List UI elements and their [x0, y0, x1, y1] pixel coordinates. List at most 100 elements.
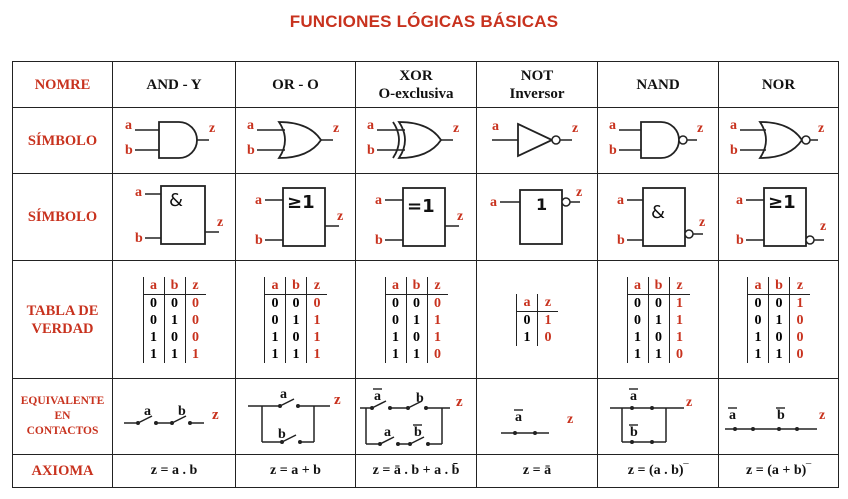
svg-text:z: z [217, 215, 223, 230]
iec-symbol-row: SÍMBOLO a b & z a b ≥1 z [12, 173, 839, 261]
svg-text:z: z [818, 121, 824, 136]
svg-text:z: z [686, 395, 692, 410]
not-iec-symbol: a 1 z [476, 173, 598, 261]
svg-text:z: z [572, 121, 578, 136]
svg-text:b: b [617, 233, 625, 248]
svg-text:a: a [247, 118, 254, 133]
nand-axiom: z = (a . b)‾ [597, 454, 719, 488]
svg-text:a: a [374, 389, 381, 404]
svg-text:a: a [730, 118, 737, 133]
svg-text:z: z [697, 121, 703, 136]
svg-text:b: b [414, 425, 422, 440]
svg-text:&: & [169, 190, 183, 211]
svg-text:a: a [492, 119, 499, 134]
or-axiom: z = a + b [235, 454, 356, 488]
and-contacts: a b z [112, 378, 236, 455]
svg-text:a: a [135, 185, 142, 200]
xor-contacts: a b a b [355, 378, 477, 455]
svg-text:a: a [384, 425, 391, 440]
nor-contacts: a b z [718, 378, 839, 455]
svg-text:z: z [456, 394, 463, 410]
xor-axiom: z = ā . b + a . b̄ [355, 454, 477, 488]
svg-text:a: a [280, 387, 287, 402]
svg-text:b: b [730, 143, 738, 158]
svg-text:z: z [820, 219, 826, 234]
or-iec-symbol: a b ≥1 z [235, 173, 356, 261]
ansi-symbol-row: SÍMBOLO a b z a b z [12, 107, 839, 174]
row-label-nombre: NOMRE [12, 61, 113, 108]
svg-text:a: a [617, 193, 624, 208]
svg-text:a: a [144, 404, 151, 419]
not-axiom: z = ā [476, 454, 598, 488]
svg-text:1: 1 [536, 195, 547, 214]
svg-text:b: b [416, 391, 424, 406]
svg-text:b: b [777, 408, 785, 423]
svg-text:a: a [609, 118, 616, 133]
nand-contacts: a b z [597, 378, 719, 455]
nor-gate-symbol: a b z [718, 107, 839, 174]
and-gate-symbol: a b z [112, 107, 236, 174]
svg-text:b: b [609, 143, 617, 158]
svg-text:a: a [515, 410, 522, 425]
svg-text:b: b [278, 427, 286, 442]
svg-text:z: z [334, 392, 341, 408]
svg-text:z: z [212, 407, 219, 423]
svg-text:b: b [375, 233, 383, 248]
svg-text:z: z [453, 121, 459, 136]
svg-text:≥1: ≥1 [287, 192, 315, 213]
svg-text:b: b [247, 143, 255, 158]
svg-text:z: z [209, 121, 215, 136]
row-label-simbolo: SÍMBOLO [12, 107, 113, 174]
svg-text:a: a [630, 389, 637, 404]
svg-text:≥1: ≥1 [768, 192, 796, 213]
axiom-row: AXIOMA z = a . b z = a + b z = ā . b + a… [12, 454, 839, 488]
svg-text:&: & [651, 202, 665, 223]
svg-text:z: z [819, 408, 825, 423]
or-contacts: a b z [235, 378, 356, 455]
gate-name-and: AND - Y [112, 61, 236, 108]
svg-text:b: b [736, 233, 744, 248]
nor-axiom: z = (a + b)‾ [718, 454, 839, 488]
row-label-axioma: AXIOMA [12, 454, 113, 488]
svg-text:a: a [729, 408, 736, 423]
svg-text:a: a [255, 193, 262, 208]
svg-text:b: b [125, 143, 133, 158]
and-axiom: z = a . b [112, 454, 236, 488]
gate-name-nand: NAND [597, 61, 719, 108]
nand-iec-symbol: a b & z [597, 173, 719, 261]
svg-text:b: b [255, 233, 263, 248]
svg-text:a: a [125, 118, 132, 133]
svg-text:a: a [736, 193, 743, 208]
svg-text:b: b [630, 425, 638, 440]
svg-text:a: a [375, 193, 382, 208]
nor-iec-symbol: a b ≥1 z [718, 173, 839, 261]
svg-text:z: z [457, 209, 463, 224]
or-gate-symbol: a b z [235, 107, 356, 174]
svg-text:b: b [135, 231, 143, 246]
nand-gate-symbol: a b z [597, 107, 719, 174]
gate-name-nor: NOR [718, 61, 839, 108]
gate-name-or: OR - O [235, 61, 356, 108]
svg-text:=1: =1 [407, 196, 435, 217]
svg-text:a: a [367, 118, 374, 133]
not-contacts: a z [476, 378, 598, 455]
svg-text:z: z [567, 412, 573, 427]
svg-text:z: z [333, 121, 339, 136]
svg-text:z: z [337, 209, 343, 224]
svg-text:b: b [178, 404, 186, 419]
svg-text:a: a [490, 195, 497, 210]
